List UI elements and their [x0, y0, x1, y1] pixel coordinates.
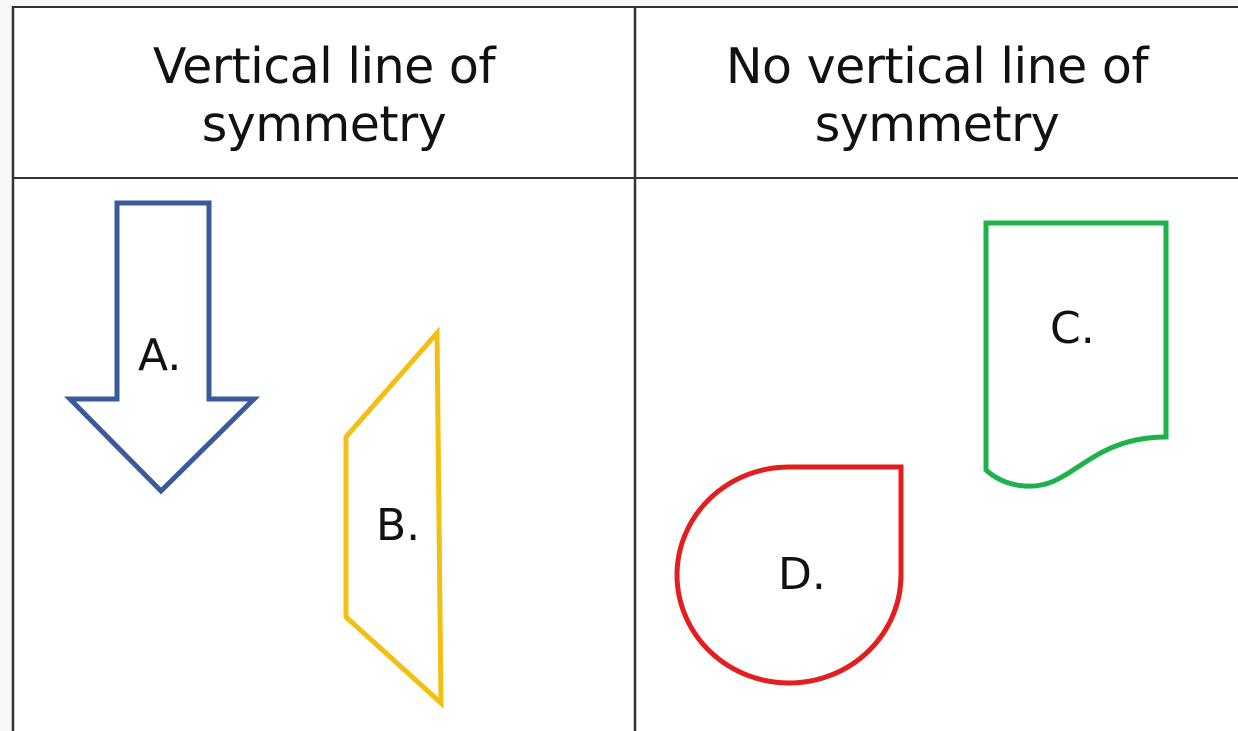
- page-margin-left: [0, 0, 12, 731]
- shape-b-trapezoid: B.: [343, 326, 444, 709]
- shape-a-arrow: A.: [64, 200, 261, 495]
- column-heading-no-vertical-symmetry: No vertical line of symmetry: [636, 22, 1238, 170]
- shape-c-document: C.: [983, 220, 1169, 489]
- shape-d-teardrop: D.: [674, 464, 904, 686]
- heading-line-2: symmetry: [814, 96, 1060, 153]
- heading-line-2: symmetry: [201, 96, 447, 153]
- heading-line-1: No vertical line of: [725, 38, 1149, 95]
- shape-a-label: A.: [138, 330, 181, 381]
- shape-d-label: D.: [778, 549, 826, 600]
- heading-line-1: Vertical line of: [152, 38, 496, 95]
- page-margin-top: [0, 0, 1238, 6]
- shape-b-label: B.: [376, 500, 420, 551]
- column-heading-vertical-symmetry: Vertical line of symmetry: [14, 22, 634, 170]
- shape-c-label: C.: [1050, 303, 1095, 354]
